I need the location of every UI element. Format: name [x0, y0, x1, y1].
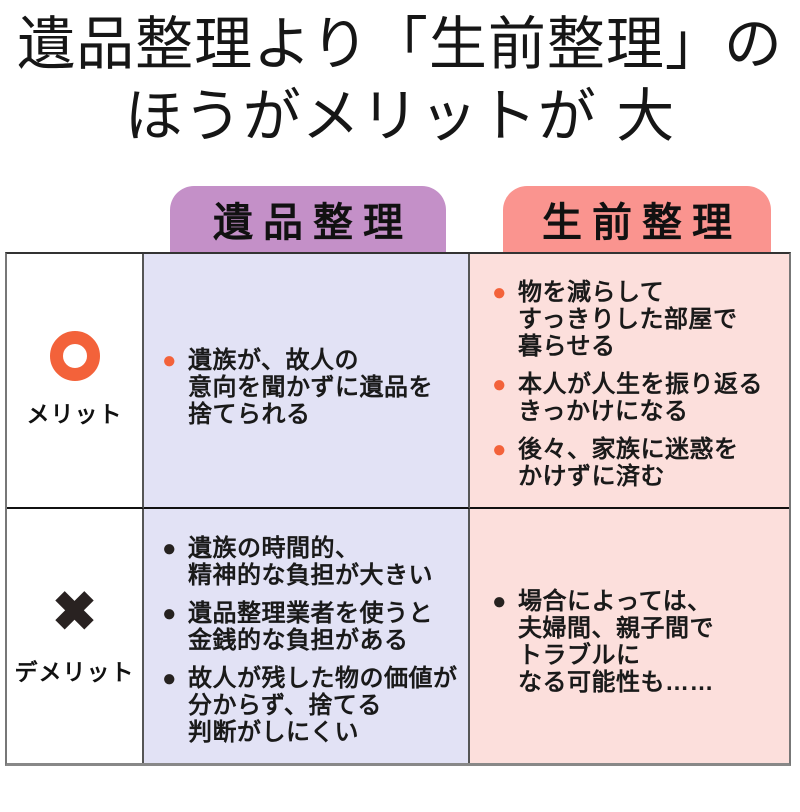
list-item-text: 遺族が、故人の 意向を聞かずに遺品を 捨てられる — [188, 347, 433, 428]
list-item: ● 遺族の時間的、 精神的な負担が大きい — [162, 535, 462, 589]
list-item-text: 遺品整理業者を使うと 金銭的な負担がある — [188, 599, 433, 654]
merit-label: メリット — [26, 401, 123, 428]
bullet-icon: ● — [162, 347, 177, 374]
cell-demerit-seizen-seiri: ● 場合によっては、 夫婦間、親子間で トラブルに なる可能性も…… — [470, 508, 789, 763]
cell-demerit-ihin-seiri: ● 遺族の時間的、 精神的な負担が大きい ● 遺品整理業者を使うと 金銭的な負担… — [144, 508, 470, 763]
bullet-icon: ● — [162, 664, 177, 692]
list-item: ● 後々、家族に迷惑を かけずに済む — [492, 436, 783, 490]
comparison-table: メリット ● 遺族が、故人の 意向を聞かずに遺品を 捨てられる ● 物を減らして… — [5, 252, 791, 766]
orange-circle-icon — [49, 331, 100, 382]
list-item: ● 遺族が、故人の 意向を聞かずに遺品を 捨てられる — [162, 347, 462, 428]
black-cross-icon: ✖ — [51, 581, 98, 642]
cell-merit-seizen-seiri: ● 物を減らして すっきりした部屋で 暮らせる ● 本人が人生を振り返る きっか… — [470, 254, 789, 509]
cell-merit-ihin-seiri: ● 遺族が、故人の 意向を聞かずに遺品を 捨てられる — [144, 254, 470, 509]
page-title: 遺品整理より「生前整理」の ほうがメリットが 大 — [0, 8, 800, 152]
list-item-text: 物を減らして すっきりした部屋で 暮らせる — [518, 279, 738, 360]
list-item: ● 遺品整理業者を使うと 金銭的な負担がある — [162, 600, 462, 654]
bullet-icon: ● — [492, 436, 507, 463]
list-item-text: 場合によっては、 夫婦間、親子間で トラブルに なる可能性も…… — [518, 587, 714, 696]
page-title-line-1: 遺品整理より「生前整理」の — [17, 10, 783, 78]
list-item: ● 場合によっては、 夫婦間、親子間で トラブルに なる可能性も…… — [492, 588, 783, 696]
list-item-text: 後々、家族に迷惑を かけずに済む — [518, 436, 739, 490]
list-item-text: 遺族の時間的、 精神的な負担が大きい — [188, 534, 433, 589]
list-item-text: 故人が残した物の価値が 分からず、捨てる 判断がしにくい — [188, 664, 458, 746]
column-header-seizen-seiri: 生前整理 — [503, 186, 771, 252]
list-item-text: 本人が人生を振り返る きっかけになる — [518, 371, 763, 425]
list-item: ● 本人が人生を振り返る きっかけになる — [492, 371, 783, 425]
bullet-icon: ● — [492, 279, 507, 306]
row-header-demerit: ✖ デメリット — [7, 508, 144, 763]
page-title-line-2: ほうがメリットが 大 — [124, 82, 676, 150]
demerit-label: デメリット — [14, 658, 135, 685]
bullet-icon: ● — [162, 534, 177, 562]
column-header-ihin-seiri: 遺品整理 — [170, 186, 446, 252]
bullet-icon: ● — [492, 371, 507, 398]
bullet-icon: ● — [162, 599, 177, 627]
bullet-icon: ● — [492, 587, 507, 615]
list-item: ● 物を減らして すっきりした部屋で 暮らせる — [492, 279, 783, 360]
row-header-merit: メリット — [7, 254, 144, 509]
list-item: ● 故人が残した物の価値が 分からず、捨てる 判断がしにくい — [162, 665, 462, 746]
